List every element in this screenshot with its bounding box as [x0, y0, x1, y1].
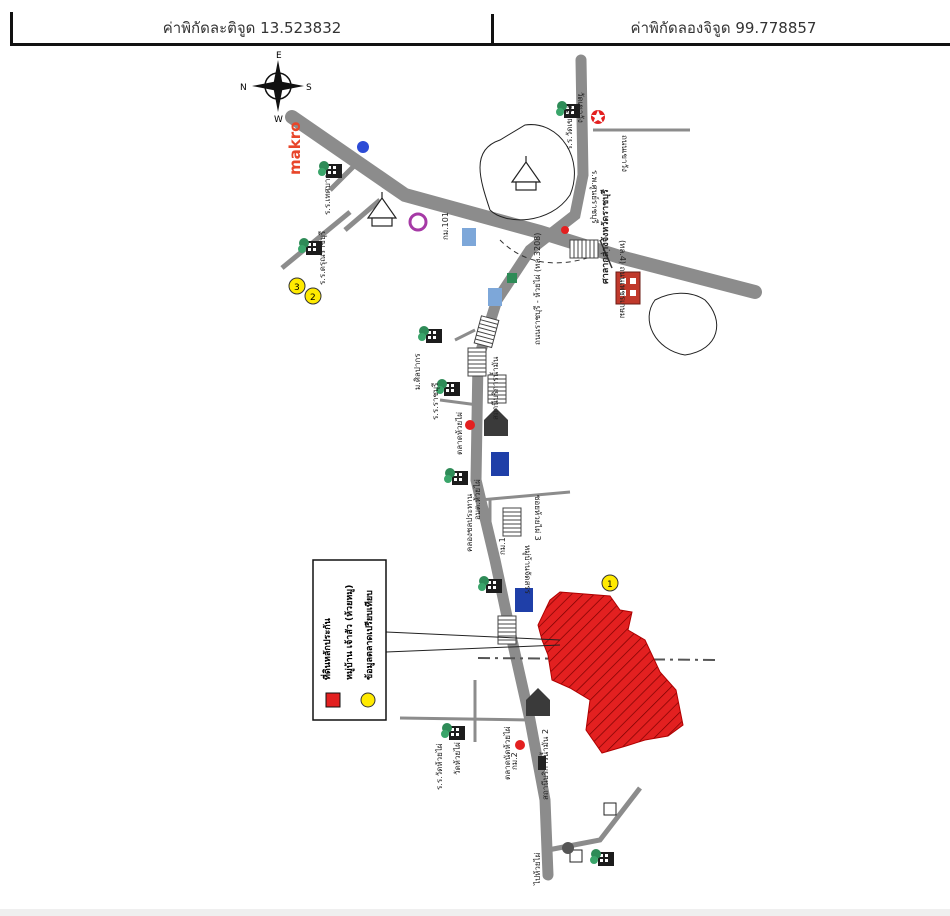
label-right-road: ถนนเขาวัง [620, 135, 629, 172]
label-gas: สถานีบริการน้ำมัน [489, 356, 500, 420]
label-temple-bottom: วัดห้วยไผ่ [453, 742, 462, 775]
crosswalk-6 [497, 615, 517, 645]
makro-logo: makro [286, 122, 304, 175]
label-school-mid2: ร.ร.ราชบุรี [431, 382, 440, 420]
legend-item-2: หมู่บ้าน เจ้าสัว (ห้วยหมู) [344, 585, 355, 680]
building-icon-6 [444, 468, 468, 485]
longitude-label: ค่าพิกัดลองจิจูด 99.778857 [630, 19, 817, 37]
bottom-strip [0, 909, 950, 916]
red-dot-icon-1 [465, 420, 475, 430]
side-road-5 [439, 398, 479, 407]
compass-s: S [306, 83, 312, 93]
legend-marker-swatch [360, 692, 376, 708]
coordinate-divider [491, 14, 494, 45]
label-school-left2: ร.ร.ดรุณราชบุรี [318, 230, 327, 285]
latitude-label: ค่าพิกัดละติจูด 13.523832 [162, 19, 342, 37]
crosswalk-3 [467, 347, 487, 377]
legend-item-1: ที่ดินหลักประกัน [320, 617, 333, 680]
label-soi: ซอยห้วยไผ่ 3 [533, 495, 542, 541]
side-road-10 [547, 786, 642, 853]
red-dot-icon-3 [561, 226, 569, 234]
house-icon-1 [603, 802, 617, 816]
map-icons [298, 101, 641, 866]
legend-box: ที่ดินหลักประกัน หมู่บ้าน เจ้าสัว (ห้วยห… [312, 559, 387, 721]
compass-icon: E S W N [240, 51, 312, 125]
junction-line [599, 239, 613, 269]
label-bottom-road: ไปห้วยไผ่ [533, 852, 542, 886]
label-km: กม.101 [441, 212, 450, 240]
blue-building-icon-3 [488, 288, 502, 306]
highway-road [285, 110, 762, 299]
label-petrol-bottom: สถานีบริการน้ำมัน 2 [539, 729, 550, 800]
building-icon-8 [590, 849, 614, 866]
label-main-road: ถนนราชบุรี - ห้วยไผ่ (ทล.3208) [533, 233, 542, 345]
blue-building-icon-4 [462, 228, 476, 246]
legend-property-swatch [325, 692, 341, 708]
building-icon-4 [418, 326, 442, 343]
compass-n: N [240, 83, 247, 93]
red-dot-icon-2 [515, 740, 525, 750]
side-road-6 [479, 490, 571, 502]
side-road-4 [454, 328, 476, 342]
crosswalk-1 [569, 239, 599, 259]
label-subdistrict: อบต.ห้วยไผ่ [473, 479, 482, 520]
legend-leaders [385, 631, 561, 653]
label-market-bottom: ตลาดนัดห้วยไผ่ [503, 726, 512, 780]
label-village: หมู่บ้านจัดสรร [522, 545, 532, 595]
building-icon-9 [441, 723, 465, 740]
blue-building-icon-2 [515, 588, 533, 612]
crosswalk-5 [502, 507, 522, 537]
label-school-bottom: ร.ร.วัดห้วยไผ่ [435, 743, 444, 790]
house-icon-2 [569, 849, 583, 863]
coordinate-bar: ค่าพิกัดละติจูด 13.523832 ค่าพิกัดลองจิจ… [10, 12, 950, 46]
marker-3[interactable] [288, 277, 306, 295]
comparison-markers: 1 2 3 [288, 277, 619, 592]
label-market: ตลาดห้วยไผ่ [455, 412, 464, 455]
cube-icon-1 [484, 408, 508, 436]
tower-icon [562, 842, 574, 854]
marker-2[interactable] [304, 287, 322, 305]
main-road [470, 54, 589, 881]
label-canal: คลองชลประทาน [465, 493, 474, 552]
legend-item-3: ข้อมูลตลาดเปรียบเทียบ [364, 590, 375, 680]
marker-2-label: 2 [310, 293, 316, 303]
hill-outlines [479, 124, 718, 356]
property-parcel[interactable] [537, 591, 684, 754]
hill-right [648, 292, 718, 356]
marker-3-label: 3 [294, 283, 300, 293]
side-road-9 [399, 716, 531, 722]
label-temple-top: วัดเขาวัง [576, 92, 585, 123]
crosswalk-2 [473, 315, 500, 349]
marker-1[interactable] [601, 574, 619, 592]
side-road-3 [280, 210, 352, 270]
map-labels: (ทล.4) ถนนเพชรเกษม ถนนราชบุรี - ห้วยไผ่ … [318, 92, 629, 886]
marker-1-label: 1 [607, 580, 613, 590]
phone-icon [538, 756, 546, 770]
boundary-line [477, 657, 719, 661]
label-km2: กม.1 [498, 537, 507, 555]
side-road-1 [328, 158, 362, 192]
hill-top [479, 124, 575, 221]
cube-icon-2 [526, 688, 550, 716]
label-km3: กม.2 [510, 752, 519, 770]
label-school-top: ร.ร.วัดเขาวัง [565, 105, 574, 150]
label-highway: (ทล.4) ถนนเพชรเกษม [618, 240, 627, 318]
compass-e: E [276, 51, 282, 61]
label-hospital: ร.พ.ศูนย์ราชบุรี [589, 170, 600, 224]
compass-w: W [274, 115, 283, 125]
side-road-2 [343, 198, 382, 232]
ring-icon [408, 212, 428, 232]
govt-building-icon [615, 271, 641, 305]
seven-icon [507, 273, 517, 283]
temple-icon-2 [511, 155, 541, 191]
pin-icon [357, 141, 369, 153]
label-govt: ศาลากลางจังหวัดราชบุรี [600, 189, 611, 284]
blue-building-icon-1 [491, 452, 509, 476]
label-school-mid1: ม.ศิลปากร [413, 353, 422, 390]
label-school-left1: ร.ร.เทศบาล [323, 174, 332, 215]
